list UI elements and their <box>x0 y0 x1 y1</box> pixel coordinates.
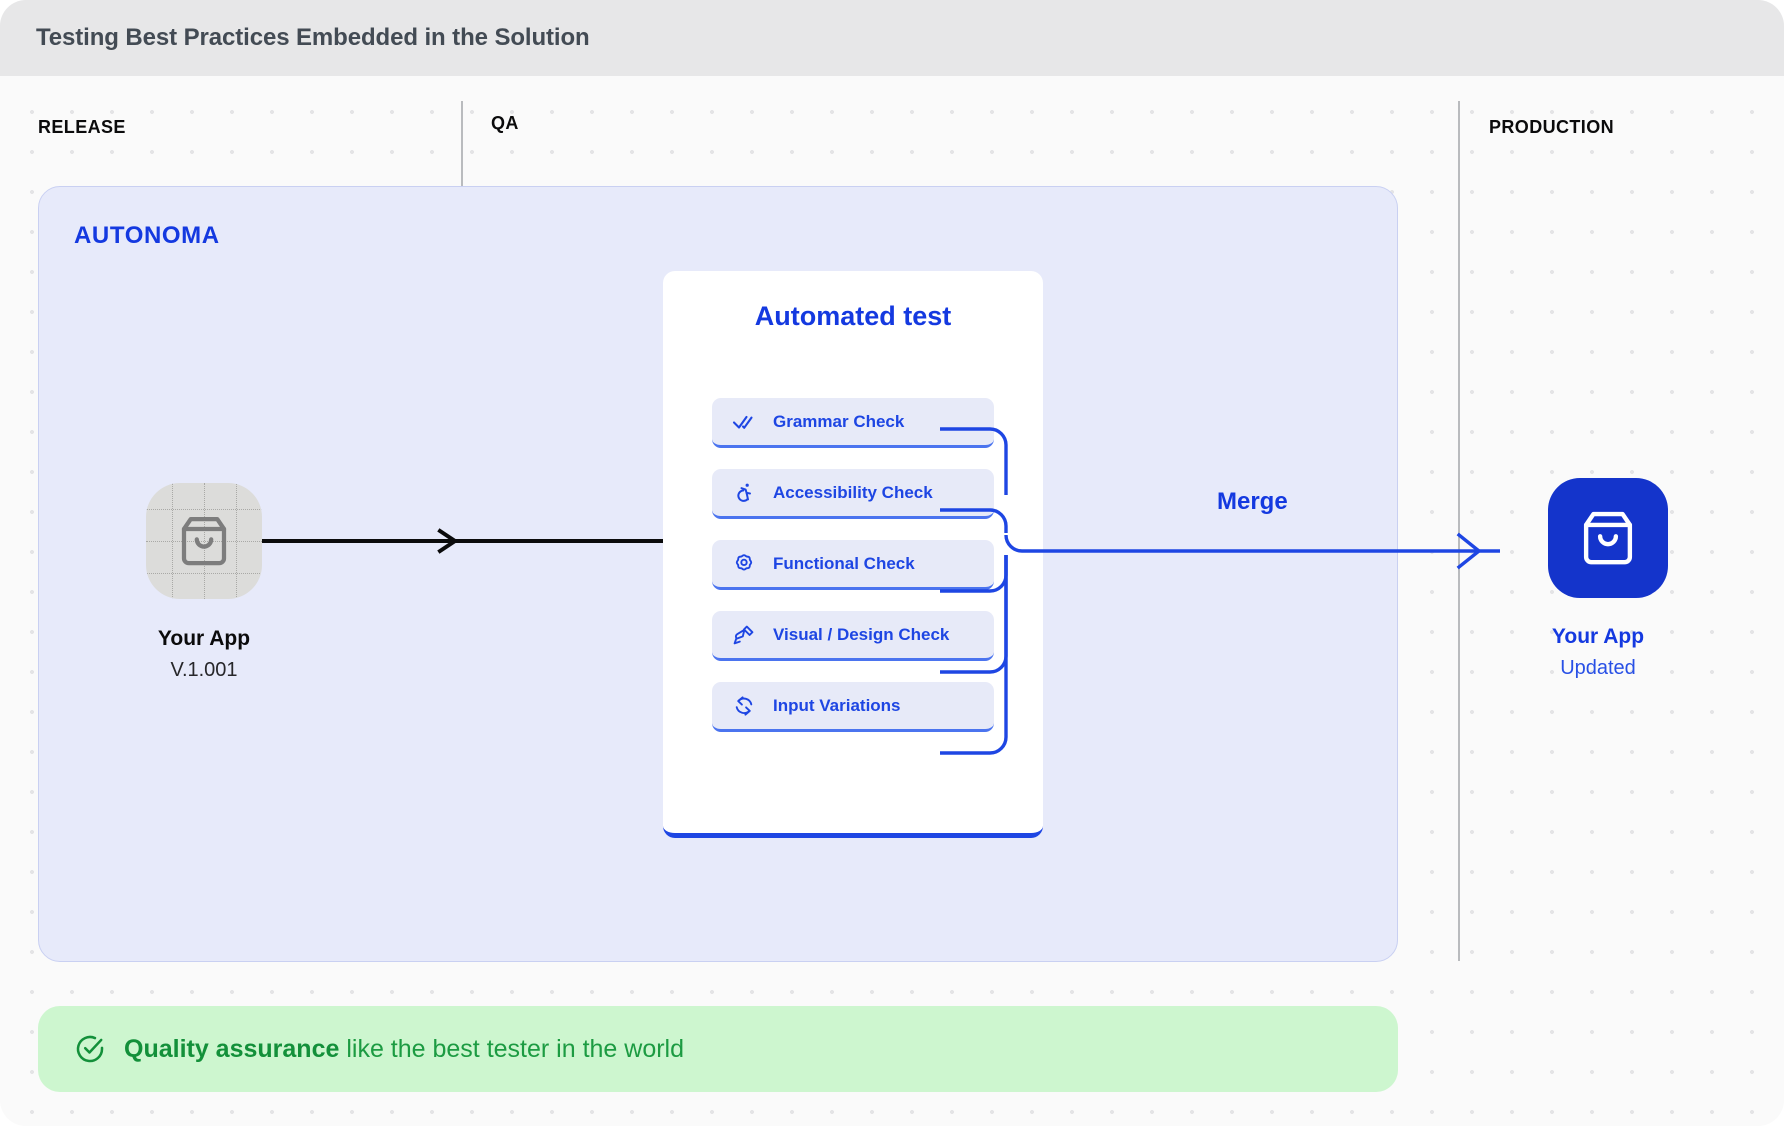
target-app-status: Updated <box>1560 657 1636 679</box>
target-app-name: Your App <box>1551 625 1645 648</box>
accessibility-icon <box>731 480 757 506</box>
check-item-label: Input Variations <box>773 695 901 715</box>
paintbrush-icon <box>731 622 757 648</box>
banner-text: Quality assurance like the best tester i… <box>124 1035 684 1064</box>
automated-test-card: Automated test Grammar Check <box>663 271 1043 838</box>
merge-arrowhead <box>1456 532 1482 570</box>
shopping-bag-icon <box>1583 511 1633 565</box>
lane-divider-production <box>1458 101 1460 961</box>
lane-label-release: RELEASE <box>38 117 126 137</box>
release-to-qa-line <box>262 539 664 543</box>
automated-test-title: Automated test <box>754 301 952 331</box>
header-bar: Testing Best Practices Embedded in the S… <box>0 0 1784 76</box>
source-app-name: Your App <box>157 627 251 650</box>
refresh-cycle-icon <box>731 693 757 719</box>
check-item-functional[interactable]: Functional Check <box>712 540 994 590</box>
merge-connectors <box>940 427 1500 755</box>
check-item-label: Functional Check <box>773 553 915 573</box>
merge-label: Merge <box>1217 488 1288 515</box>
source-app-version: V.1.001 <box>170 659 238 681</box>
check-item-label: Accessibility Check <box>773 482 933 502</box>
target-app-icon <box>1548 478 1668 598</box>
autonoma-title: AUTONOMA <box>74 222 220 249</box>
check-item-visual-design[interactable]: Visual / Design Check <box>712 611 994 661</box>
circle-check-icon <box>74 1033 106 1065</box>
check-item-grammar[interactable]: Grammar Check <box>712 398 994 448</box>
check-list: Grammar Check Accessibility Check <box>712 398 994 753</box>
lane-label-production: PRODUCTION <box>1489 117 1614 137</box>
release-to-qa-arrowhead <box>437 528 459 554</box>
gear-icon <box>731 551 757 577</box>
double-check-icon <box>731 409 757 435</box>
quality-assurance-banner: Quality assurance like the best tester i… <box>38 1006 1398 1092</box>
target-app-caption: Your App Updated <box>1468 625 1728 680</box>
check-item-label: Visual / Design Check <box>773 624 950 644</box>
page-title: Testing Best Practices Embedded in the S… <box>36 24 590 51</box>
check-item-label: Grammar Check <box>773 411 905 431</box>
lane-label-qa: QA <box>491 113 519 133</box>
banner-strong-text: Quality assurance <box>124 1034 340 1063</box>
banner-rest-text: like the best tester in the world <box>339 1034 685 1063</box>
source-app-icon <box>146 483 262 599</box>
check-item-input-variations[interactable]: Input Variations <box>712 682 994 732</box>
source-app-caption: Your App V.1.001 <box>74 627 334 682</box>
shopping-bag-icon <box>181 517 227 566</box>
